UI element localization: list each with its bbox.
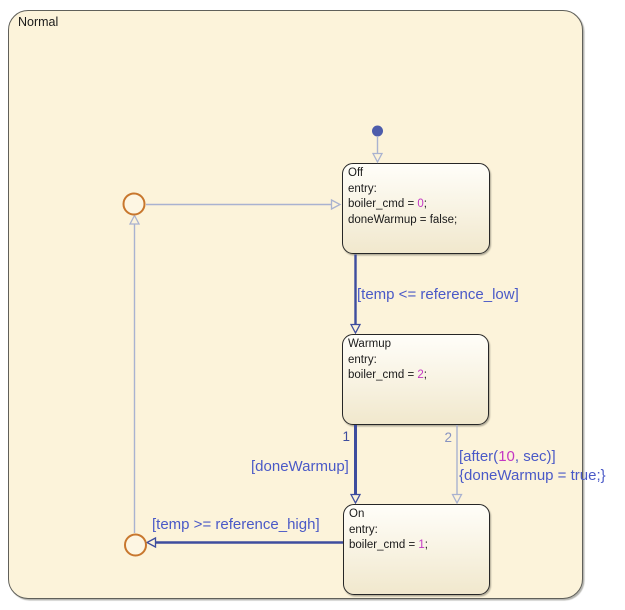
after-condition-close: , sec)]: [514, 448, 556, 465]
transition-warmup-to-on-2[interactable]: [451, 425, 463, 505]
transition-label-after-action[interactable]: {doneWarmup = true;}: [459, 467, 606, 484]
superstate-normal[interactable]: [8, 10, 583, 599]
transition-on-to-junction-arrowhead-icon: [145, 536, 157, 549]
state-warmup-action-number: 2: [417, 369, 424, 381]
transition-junction-to-off[interactable]: [146, 198, 342, 211]
transition-off-to-warmup-arrowhead-icon: [349, 323, 362, 335]
transition-off-to-warmup[interactable]: [349, 254, 362, 335]
state-warmup-action: boiler_cmd = 2;: [348, 368, 483, 384]
state-warmup-title: Warmup: [348, 338, 392, 350]
transition-junction-to-junction[interactable]: [128, 214, 141, 534]
state-on-action-semicolon: ;: [424, 539, 428, 551]
after-condition-number: 10: [498, 448, 515, 465]
default-transition[interactable]: [371, 125, 384, 164]
state-off-action-number: 0: [417, 198, 424, 210]
state-on-action: boiler_cmd = 1;: [349, 538, 484, 554]
transition-label-after-condition[interactable]: [after(10, sec)]: [459, 448, 556, 466]
state-on[interactable]: On entry: boiler_cmd = 1;: [343, 504, 490, 595]
transition-exit-number-2[interactable]: 2: [444, 430, 452, 445]
transition-junction-to-off-arrowhead-icon: [330, 198, 342, 211]
state-off-title: Off: [348, 167, 364, 179]
state-warmup-action-semicolon: ;: [423, 369, 427, 381]
transition-label-temp-low[interactable]: [temp <= reference_low]: [357, 286, 519, 303]
state-warmup-entry-label: entry:: [348, 353, 377, 366]
state-off-action: boiler_cmd = 0;: [348, 197, 484, 213]
state-off-action-semicolon: ;: [423, 198, 427, 210]
transition-warmup-to-on-1-arrowhead-icon: [349, 493, 362, 505]
transition-label-done-warmup[interactable]: [doneWarmup]: [251, 458, 349, 475]
state-on-title: On: [349, 508, 365, 520]
transition-warmup-to-on-2-arrowhead-icon: [451, 493, 463, 505]
connective-junction-bottom[interactable]: [124, 533, 147, 557]
connective-junction-top[interactable]: [122, 192, 146, 216]
state-off[interactable]: Off entry: boiler_cmd = 0; doneWarmup = …: [342, 163, 490, 254]
superstate-normal-title: Normal: [18, 15, 59, 29]
state-off-extra-action: doneWarmup = false;: [348, 213, 458, 226]
state-on-action-number: 1: [418, 539, 425, 551]
transition-on-to-junction[interactable]: [145, 536, 343, 549]
transition-exit-number-1[interactable]: 1: [342, 429, 350, 444]
transition-junction-to-junction-arrowhead-icon: [128, 214, 141, 225]
state-on-action-code: boiler_cmd =: [349, 539, 419, 551]
state-off-action-code: boiler_cmd =: [348, 198, 418, 210]
after-condition-code: [after(: [459, 448, 499, 465]
state-warmup[interactable]: Warmup entry: boiler_cmd = 2;: [342, 334, 489, 425]
transition-warmup-to-on-1[interactable]: [349, 425, 362, 505]
transition-label-temp-high[interactable]: [temp >= reference_high]: [152, 516, 320, 533]
state-warmup-action-code: boiler_cmd =: [348, 369, 418, 381]
default-transition-arrowhead-icon: [371, 152, 384, 164]
default-transition-origin-dot[interactable]: [372, 125, 383, 137]
state-on-entry-label: entry:: [349, 523, 378, 536]
state-off-entry-label: entry:: [348, 182, 377, 195]
